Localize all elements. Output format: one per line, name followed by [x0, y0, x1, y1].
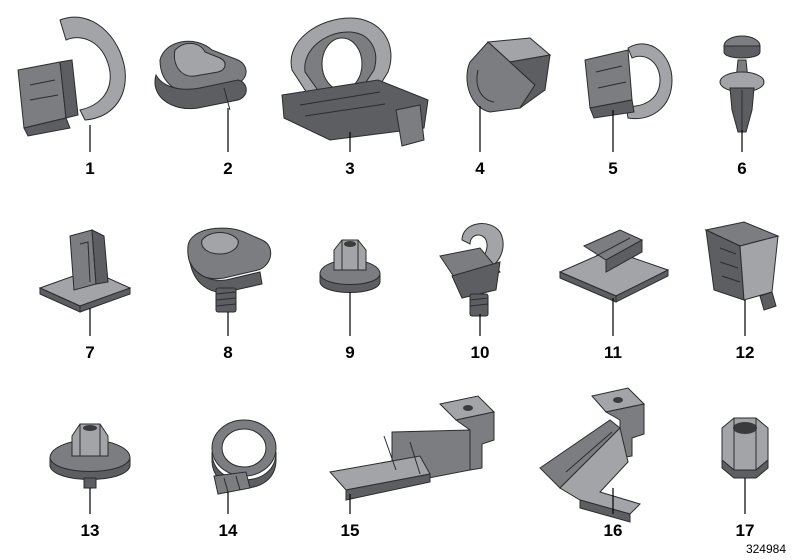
part-number-1: 1 — [85, 159, 94, 178]
part-number-2: 2 — [223, 159, 232, 178]
part-11-flat-base-clip-icon[interactable] — [558, 229, 670, 303]
part-16-bracket-angled-icon[interactable] — [539, 387, 646, 523]
part-5-pipe-clip-icon[interactable] — [584, 43, 673, 120]
part-number-3: 3 — [345, 159, 354, 178]
part-8-stud-mount-double-clip-icon[interactable] — [187, 227, 272, 313]
part-9-collar-nut-icon[interactable] — [319, 239, 381, 293]
part-number-9: 9 — [345, 343, 354, 362]
part-4-edge-clip-icon[interactable] — [466, 37, 552, 113]
part-7-square-base-clip-icon[interactable] — [38, 229, 132, 313]
part-number-14: 14 — [219, 521, 238, 540]
diagram-reference-number: 324984 — [746, 542, 786, 556]
part-1-open-cable-clip-icon[interactable] — [17, 16, 126, 137]
part-number-11: 11 — [604, 343, 622, 362]
part-number-5: 5 — [608, 159, 617, 178]
part-number-4: 4 — [475, 159, 485, 178]
part-13-hex-flange-nut-icon[interactable] — [49, 423, 131, 489]
part-17-hex-nut-icon[interactable] — [721, 417, 769, 479]
part-number-6: 6 — [737, 159, 746, 178]
part-14-hose-clamp-icon[interactable] — [211, 419, 277, 495]
part-number-7: 7 — [85, 343, 94, 362]
part-number-15: 15 — [341, 521, 360, 540]
part-number-8: 8 — [223, 343, 232, 362]
part-3-wiring-bracket-holder-icon[interactable] — [281, 17, 429, 147]
part-15-bracket-long-icon[interactable] — [329, 395, 496, 501]
part-number-16: 16 — [604, 521, 623, 540]
part-number-17: 17 — [736, 521, 755, 540]
part-12-fir-tree-clip-icon[interactable] — [704, 221, 780, 311]
part-number-10: 10 — [471, 343, 490, 362]
part-6-expanding-rivet-icon[interactable] — [719, 35, 765, 133]
part-10-stud-mount-cable-clip-icon[interactable] — [439, 223, 504, 317]
part-number-13: 13 — [81, 521, 100, 540]
part-2-double-cable-clip-icon[interactable] — [154, 40, 247, 111]
part-number-12: 12 — [736, 343, 755, 362]
